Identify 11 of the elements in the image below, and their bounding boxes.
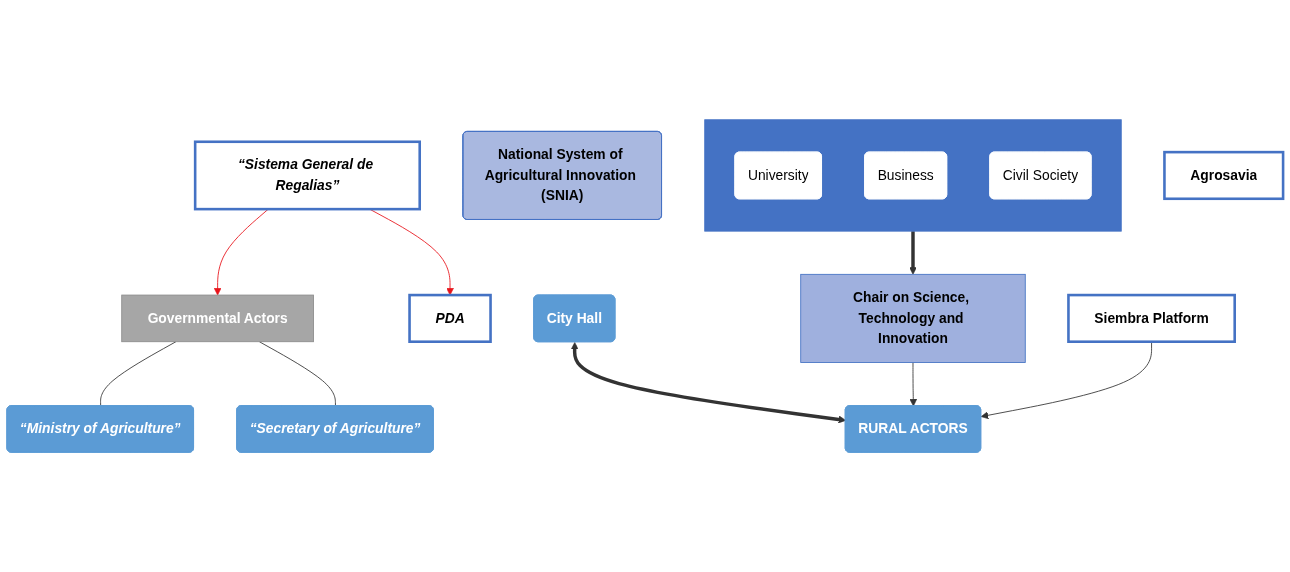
node-box: Siembra Platform — [1067, 293, 1236, 343]
arrow — [909, 231, 917, 275]
cluster — [704, 119, 1122, 232]
node-box: “Sistema General de Regalias” — [193, 140, 421, 211]
connector — [100, 341, 177, 407]
node-box: Chair on Science, Technology and Innovation — [800, 273, 1026, 363]
node-box: Agrosavia — [1163, 150, 1285, 201]
node-box: Governmental Actors — [121, 294, 314, 343]
connector — [258, 341, 336, 407]
arrow — [570, 342, 847, 424]
node-box: PDA — [408, 293, 492, 343]
